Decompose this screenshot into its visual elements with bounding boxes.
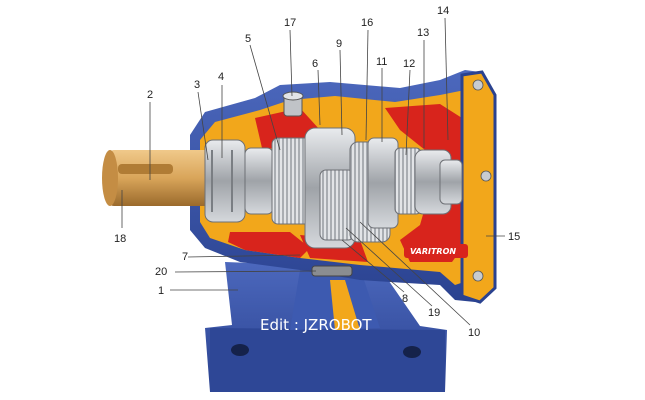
callout-14: 14 <box>437 5 449 17</box>
callout-12: 12 <box>403 58 415 70</box>
callout-8: 8 <box>402 293 408 305</box>
callout-4: 4 <box>218 71 224 83</box>
callout-11: 11 <box>376 56 387 68</box>
callout-10: 10 <box>468 327 480 339</box>
callout-19: 19 <box>428 307 440 319</box>
oil-plug <box>282 91 304 117</box>
output-shaft <box>102 150 218 206</box>
callout-1: 1 <box>158 285 164 297</box>
callout-2: 2 <box>147 89 153 101</box>
callout-7: 7 <box>182 251 188 263</box>
callout-labels: 2 3 4 5 6 9 16 11 12 13 14 17 18 7 20 1 … <box>114 5 520 339</box>
callout-5: 5 <box>245 33 251 45</box>
varitron-brand-plate: VARITRON <box>404 244 468 258</box>
output-bearings <box>204 139 274 223</box>
callout-17: 17 <box>284 17 296 29</box>
callout-20: 20 <box>155 266 167 278</box>
planetary-gears <box>271 127 463 249</box>
leader-lines <box>121 17 505 326</box>
callout-15: 15 <box>508 231 520 243</box>
callout-9: 9 <box>336 38 342 50</box>
drain-plug <box>311 265 353 277</box>
watermark-text: Edit : JZROBOT <box>260 316 372 334</box>
callout-3: 3 <box>194 79 200 91</box>
housing-base <box>205 262 447 392</box>
callout-18: 18 <box>114 233 126 245</box>
brand-label: VARITRON <box>410 247 456 256</box>
callout-6: 6 <box>312 58 318 70</box>
callout-16: 16 <box>361 17 373 29</box>
callout-13: 13 <box>417 27 429 39</box>
